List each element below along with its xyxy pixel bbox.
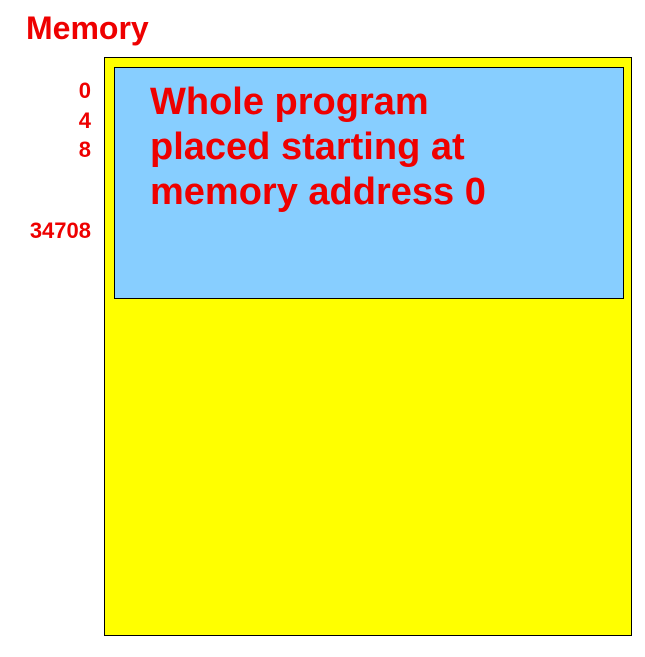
program-description-line-3: memory address 0	[150, 171, 486, 213]
address-label-0: 0	[78, 78, 91, 103]
memory-title: Memory	[26, 10, 149, 46]
program-description: Whole program placed starting at memory …	[150, 80, 610, 215]
address-label-34708: 34708	[29, 218, 91, 243]
address-label-8: 8	[78, 137, 91, 162]
program-block	[114, 67, 624, 299]
program-description-line-2: placed starting at	[150, 126, 465, 168]
program-description-line-1: Whole program	[150, 81, 429, 123]
address-label-4: 4	[78, 108, 91, 133]
